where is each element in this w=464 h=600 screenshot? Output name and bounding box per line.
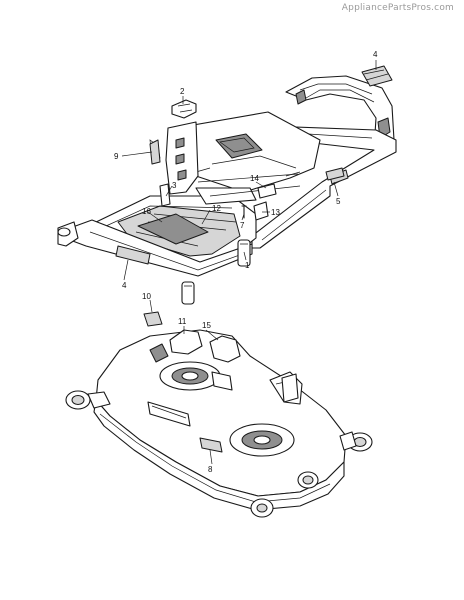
callout-10: 10 xyxy=(142,292,151,301)
deck-skirt xyxy=(93,399,345,511)
belt-guard-15 xyxy=(209,335,241,363)
callout-3: 3 xyxy=(172,181,177,190)
deck-side-bracket xyxy=(281,373,299,403)
decal-9 xyxy=(149,139,161,165)
decal-8 xyxy=(199,437,223,453)
front-right-wheel xyxy=(339,431,373,452)
bolt-7 xyxy=(241,205,247,219)
callout-15: 15 xyxy=(202,321,211,330)
bracket-2 xyxy=(171,99,197,119)
watermark-text: AppliancePartsPros.com xyxy=(341,3,454,13)
right-side-rail xyxy=(251,125,397,249)
callout-9: 9 xyxy=(114,152,119,161)
leader-lines xyxy=(121,60,377,465)
decal-4-top xyxy=(361,65,393,87)
decal-10 xyxy=(143,311,163,327)
callout-7: 7 xyxy=(240,221,245,230)
decal-4-bottom xyxy=(115,245,151,265)
rear-right-wheel xyxy=(297,471,319,489)
front-cross-bar xyxy=(69,219,253,277)
callout-12: 12 xyxy=(212,204,221,213)
callout-13: 13 xyxy=(271,208,280,217)
callout-4-top: 4 xyxy=(373,50,378,59)
callout-5: 5 xyxy=(336,197,341,206)
part-13 xyxy=(253,201,269,221)
callout-2: 2 xyxy=(180,87,185,96)
callout-16: 16 xyxy=(142,207,151,216)
part-14 xyxy=(257,183,277,199)
front-leg-left xyxy=(181,281,195,305)
callout-8: 8 xyxy=(208,465,213,474)
callouts: 4 2 9 3 14 5 16 12 7 13 1 4 10 11 15 8 xyxy=(114,50,378,474)
rear-left-wheel xyxy=(250,498,274,518)
callout-4-bottom: 4 xyxy=(122,281,127,290)
mower-deck-assembly xyxy=(65,329,373,518)
callout-11: 11 xyxy=(178,317,187,326)
frame-assembly xyxy=(57,65,397,327)
decal-5 xyxy=(325,167,345,181)
callout-1: 1 xyxy=(245,261,250,270)
callout-14: 14 xyxy=(250,174,259,183)
front-left-wheel xyxy=(65,390,111,410)
